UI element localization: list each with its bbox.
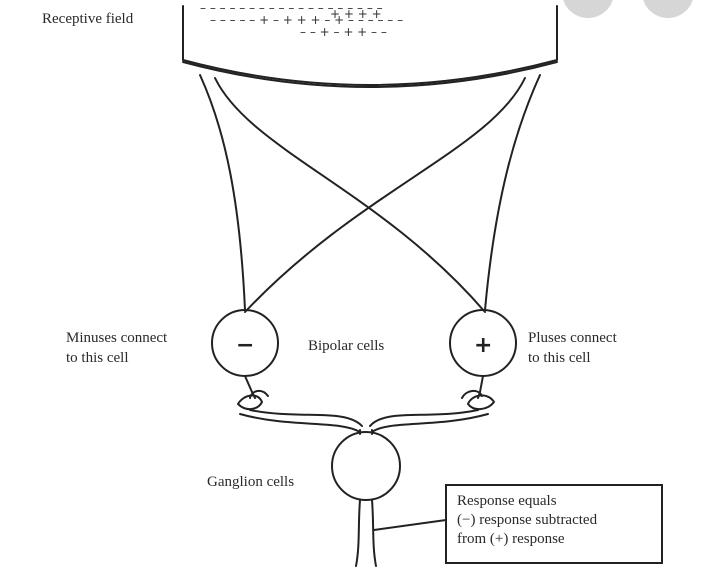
receptive-field-disc [182,5,558,86]
ganglion-axon [355,499,361,567]
minus-synapse [237,394,263,410]
response-box: Response equals (−) response subtracted … [445,484,663,564]
fibre-cross-right [244,77,526,313]
receptive-field-rim [182,61,558,88]
response-text: Response equals (−) response subtracted … [457,493,598,547]
corner-circle-1 [562,0,614,18]
ganglion-cells-label: Ganglion cells [207,474,295,490]
corner-circle-2 [642,0,694,18]
minus-connect-label: Minuses connect to this cell [66,330,168,366]
plus-synapse [467,394,495,410]
fibre-left-outer [199,74,246,311]
fibre-right-outer [484,74,541,311]
minus-sign: − [236,333,254,358]
svg-text:– – – – – + – + + + – + – – –: – – – – – + – + + + – + – – – – – – [210,13,403,27]
response-pointer [373,519,447,531]
ganglion-cell [331,431,401,501]
fibre-cross-left [214,77,486,313]
ganglion-dendrite-left [249,409,363,427]
ganglion-dendrite-right [369,409,479,427]
svg-text:– – + – + + – –: – – + – + + – – [300,25,387,39]
svg-text:+ + + +: + + + + [330,7,382,21]
receptive-field-label: Receptive field [42,11,134,27]
plus-connect-label: Pluses connect to this cell [528,330,617,366]
bipolar-cells-label: Bipolar cells [308,338,385,354]
svg-text:– – – – – – – – – – – – – – –: – – – – – – – – – – – – – – – – – – – [200,1,383,15]
plus-sign: + [474,333,492,358]
receptive-field-pattern: – – – – – – – – – – – – – – – – – – – – … [200,1,403,39]
